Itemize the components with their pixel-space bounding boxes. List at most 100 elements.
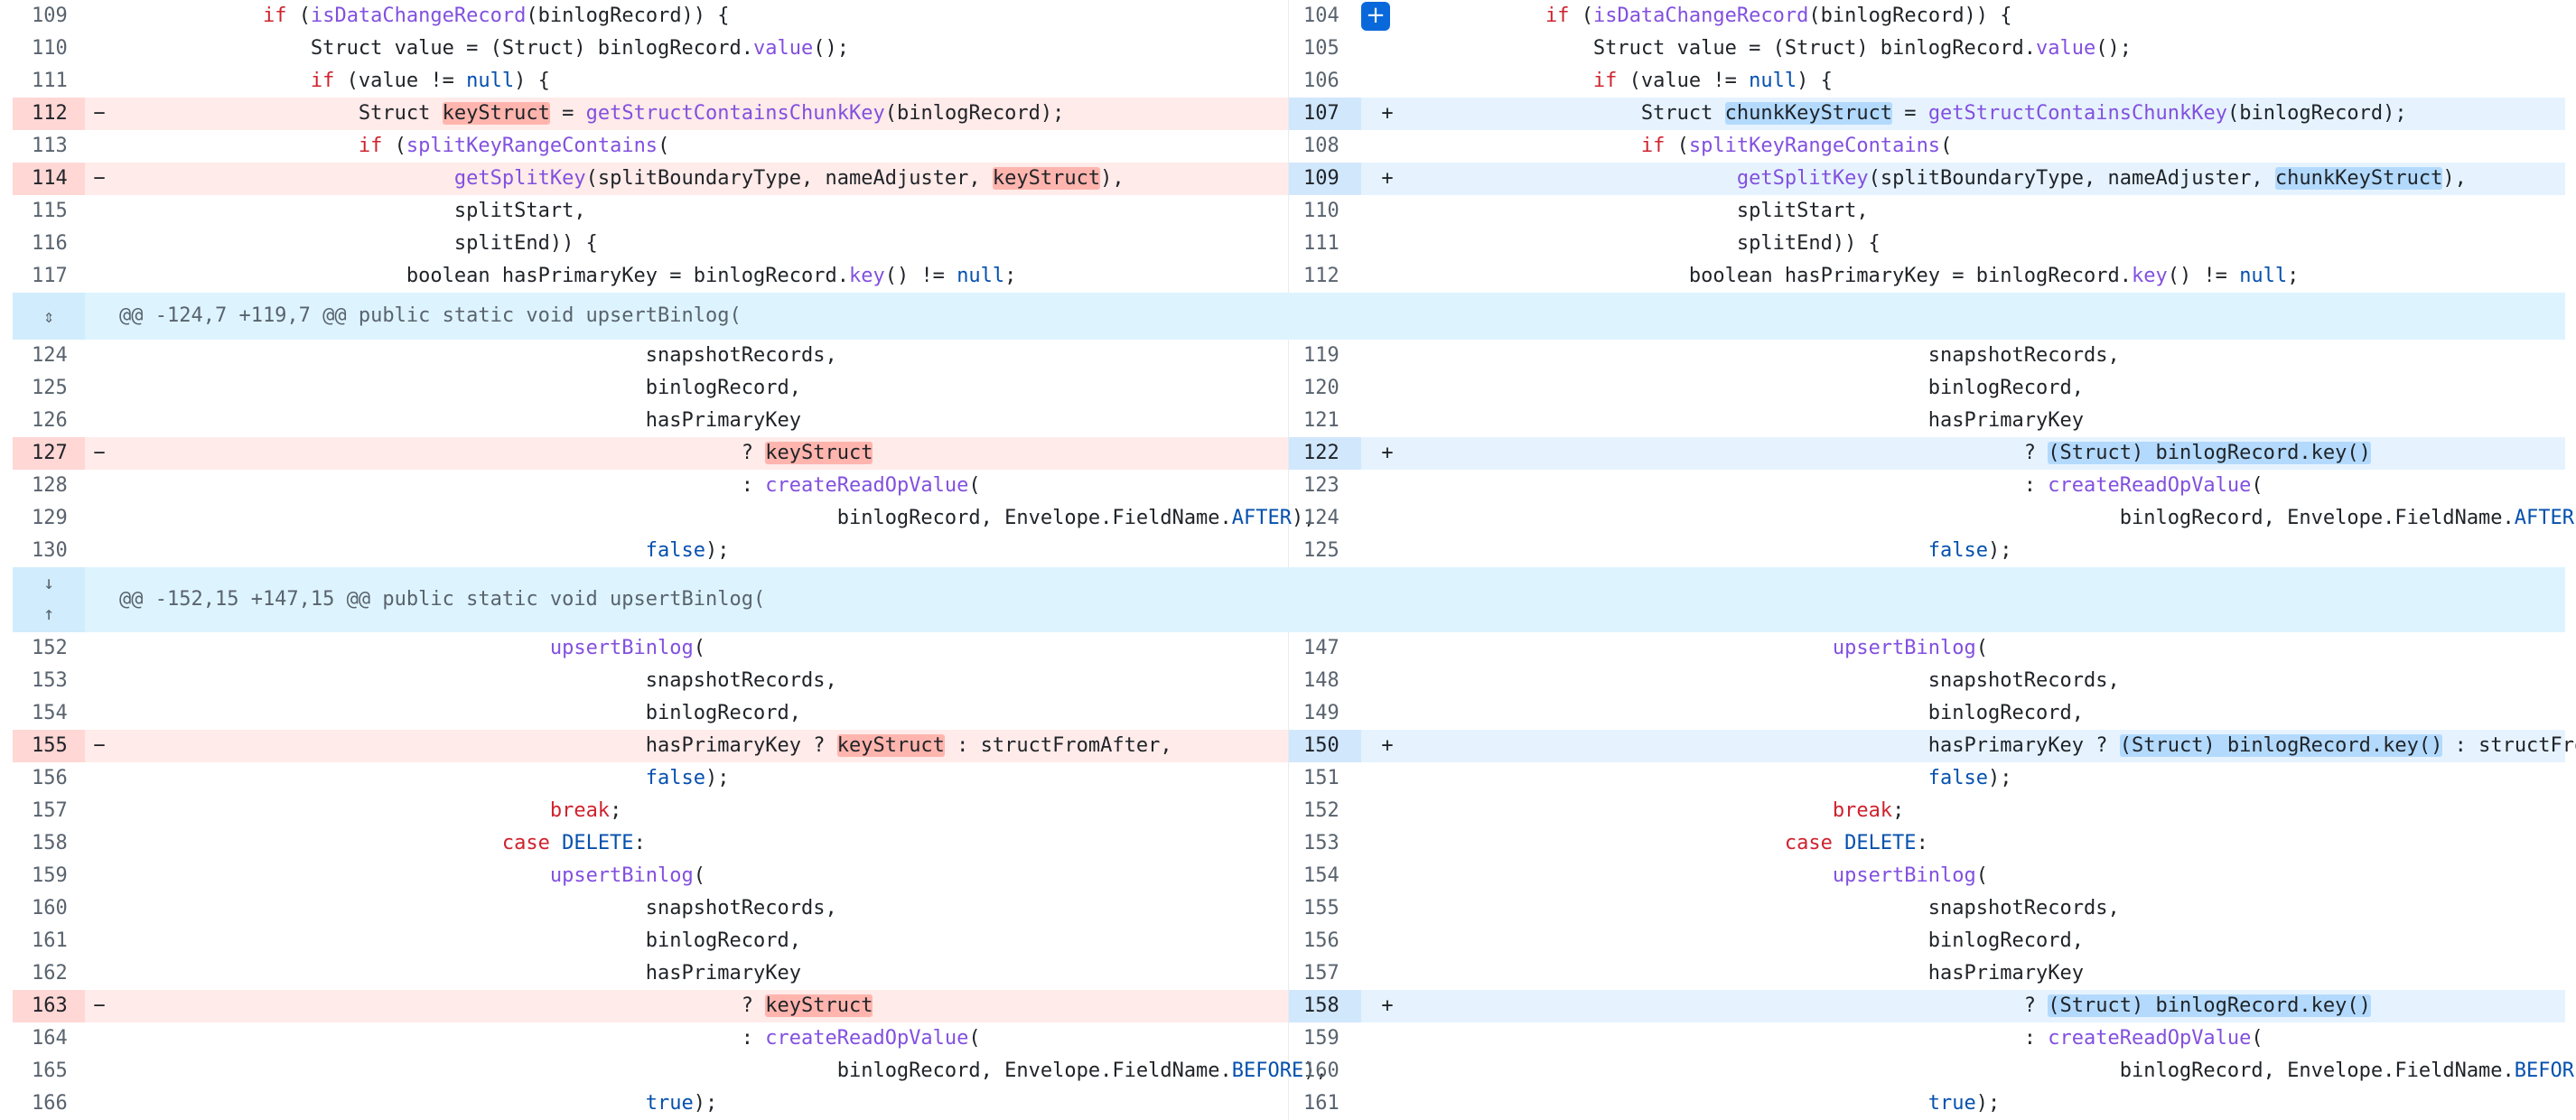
old-line-number[interactable]: 127 — [13, 437, 85, 470]
old-line-number[interactable]: 156 — [32, 767, 68, 789]
new-line-number[interactable]: 122 — [1289, 437, 1361, 470]
old-line-number[interactable]: 117 — [32, 265, 68, 287]
old-line-number[interactable]: 159 — [32, 864, 68, 887]
old-line-number[interactable]: 111 — [32, 70, 68, 92]
old-line-number[interactable]: 124 — [32, 344, 68, 367]
new-side: 119 snapshotRecords, — [1289, 340, 2565, 372]
new-line-number[interactable]: 119 — [1303, 344, 1339, 367]
new-line-number[interactable]: 160 — [1303, 1059, 1339, 1082]
new-line-number[interactable]: 105 — [1303, 37, 1339, 60]
function-token: getStructContainsChunkKey — [585, 102, 885, 125]
new-line-number[interactable]: 125 — [1303, 539, 1339, 562]
keyword-token: if — [1640, 135, 1666, 157]
new-line-number[interactable]: 151 — [1303, 767, 1339, 789]
new-line-number[interactable]: 152 — [1303, 799, 1339, 822]
code-token: boolean hasPrimaryKey = binlogRecord. — [1402, 265, 2132, 287]
new-line-number[interactable]: 124 — [1303, 507, 1339, 529]
expand-button[interactable]: ↓↑ — [13, 567, 85, 632]
new-line-number[interactable]: 149 — [1303, 702, 1339, 724]
new-line-number[interactable]: 120 — [1303, 377, 1339, 399]
new-line-number[interactable]: 109 — [1289, 163, 1361, 195]
code-token: snapshotRecords, — [1402, 344, 2120, 367]
new-line-number[interactable]: 154 — [1303, 864, 1339, 887]
code-line: break; — [119, 795, 621, 827]
new-line-number[interactable]: 158 — [1289, 990, 1361, 1022]
addition-marker: + — [1381, 994, 1394, 1017]
new-line-number[interactable]: 159 — [1303, 1027, 1339, 1050]
new-line-number[interactable]: 110 — [1303, 200, 1339, 222]
old-side: 116 splitEnd)) { — [13, 228, 1289, 260]
code-token: ) { — [514, 70, 550, 92]
code-token — [1402, 637, 1833, 659]
new-line-number[interactable]: 153 — [1303, 832, 1339, 854]
new-side: 125 false); — [1289, 535, 2565, 567]
new-line-number[interactable]: 108 — [1303, 135, 1339, 157]
code-line: upsertBinlog( — [119, 632, 705, 665]
code-token — [119, 167, 454, 190]
new-line-number[interactable]: 121 — [1303, 409, 1339, 432]
code-token: Struct — [1402, 102, 1725, 125]
old-line-number[interactable]: 125 — [32, 377, 68, 399]
old-side: 111 if (value != null) { — [13, 65, 1289, 98]
code-token — [1402, 5, 1545, 27]
old-line-number[interactable]: 154 — [32, 702, 68, 724]
old-line-number[interactable]: 116 — [32, 232, 68, 255]
old-line-number[interactable]: 110 — [32, 37, 68, 60]
old-line-number[interactable]: 160 — [32, 897, 68, 919]
function-token: getSplitKey — [453, 167, 586, 190]
new-line-number[interactable]: 107 — [1289, 98, 1361, 130]
old-line-number[interactable]: 126 — [32, 409, 68, 432]
new-line-number[interactable]: 147 — [1303, 637, 1339, 659]
new-line-number[interactable]: 104 — [1303, 5, 1339, 27]
code-line: hasPrimaryKey — [119, 957, 801, 990]
code-line: boolean hasPrimaryKey = binlogRecord.key… — [1402, 260, 2300, 293]
old-line-number[interactable]: 129 — [32, 507, 68, 529]
old-side: 127− ? keyStruct — [13, 437, 1289, 470]
old-line-number[interactable]: 162 — [32, 962, 68, 985]
old-line-number[interactable]: 157 — [32, 799, 68, 822]
code-token: boolean hasPrimaryKey = binlogRecord. — [119, 265, 849, 287]
hunk-header-text: @@ -124,7 +119,7 @@ public static void u… — [119, 304, 742, 327]
new-line-number[interactable]: 161 — [1303, 1092, 1339, 1115]
old-line-number[interactable]: 163 — [13, 990, 85, 1022]
old-line-number[interactable]: 112 — [13, 98, 85, 130]
code-token: (); — [813, 37, 849, 60]
new-line-number[interactable]: 155 — [1303, 897, 1339, 919]
code-line: : createReadOpValue( — [1402, 470, 2263, 502]
new-line-number[interactable]: 150 — [1289, 730, 1361, 762]
keyword-token: case — [1784, 832, 1833, 854]
old-line-number[interactable]: 109 — [32, 5, 68, 27]
old-line-number[interactable]: 166 — [32, 1092, 68, 1115]
old-line-number[interactable]: 155 — [13, 730, 85, 762]
add-comment-button[interactable]: + — [1361, 2, 1390, 31]
code-line: boolean hasPrimaryKey = binlogRecord.key… — [119, 260, 1017, 293]
old-line-number[interactable]: 158 — [32, 832, 68, 854]
new-line-number[interactable]: 123 — [1303, 474, 1339, 497]
old-line-number[interactable]: 165 — [32, 1059, 68, 1082]
new-side: 121 hasPrimaryKey — [1289, 405, 2565, 437]
code-line: binlogRecord, — [1402, 925, 2084, 957]
new-line-number[interactable]: 148 — [1303, 669, 1339, 692]
new-line-number[interactable]: 112 — [1303, 265, 1339, 287]
old-line-number[interactable]: 114 — [13, 163, 85, 195]
old-line-number[interactable]: 152 — [32, 637, 68, 659]
new-side: 151 false); — [1289, 762, 2565, 795]
new-line-number[interactable]: 157 — [1303, 962, 1339, 985]
old-line-number[interactable]: 164 — [32, 1027, 68, 1050]
code-token: hasPrimaryKey ? — [1402, 734, 2120, 757]
old-line-number[interactable]: 128 — [32, 474, 68, 497]
old-line-number[interactable]: 115 — [32, 200, 68, 222]
code-token: ; — [1004, 265, 1017, 287]
constant-token: DELETE — [1844, 832, 1917, 854]
new-line-number[interactable]: 111 — [1303, 232, 1339, 255]
new-line-number[interactable]: 156 — [1303, 929, 1339, 952]
new-line-number[interactable]: 106 — [1303, 70, 1339, 92]
old-line-number[interactable]: 130 — [32, 539, 68, 562]
expand-button[interactable]: ⇕ — [13, 293, 85, 340]
new-side: 148 snapshotRecords, — [1289, 665, 2565, 697]
old-line-number[interactable]: 153 — [32, 669, 68, 692]
function-token: isDataChangeRecord — [310, 5, 527, 27]
old-line-number[interactable]: 113 — [32, 135, 68, 157]
old-line-number[interactable]: 161 — [32, 929, 68, 952]
